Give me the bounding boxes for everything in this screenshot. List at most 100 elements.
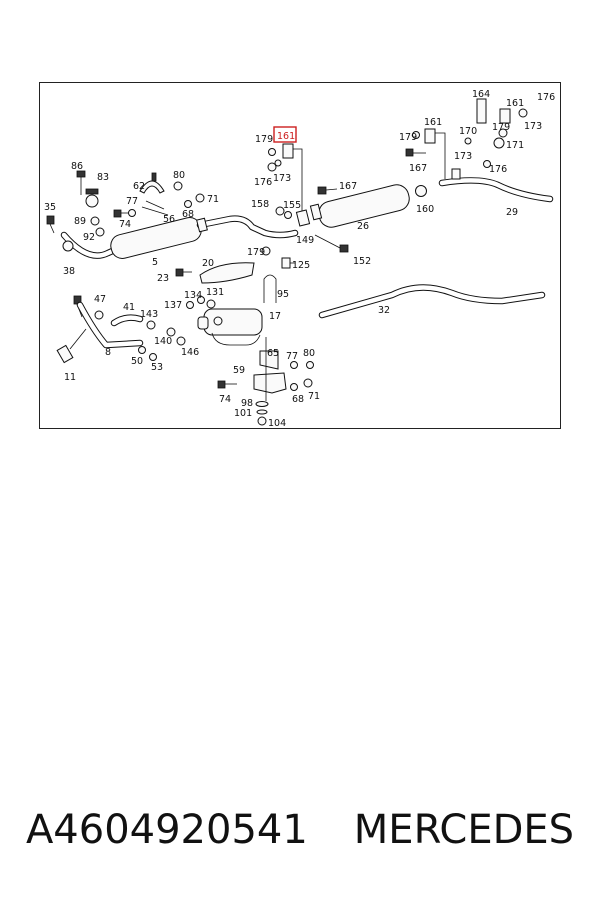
callout-171: 171 (506, 140, 524, 151)
callout-179-far-right: 179 (492, 122, 510, 133)
callout-137: 137 (164, 300, 182, 311)
callout-140: 140 (154, 336, 172, 347)
clamp-95 (263, 274, 277, 303)
callout-149: 149 (296, 235, 314, 246)
nut-35 (46, 215, 55, 234)
callout-29: 29 (506, 207, 518, 218)
callout-179-center: 179 (247, 247, 265, 258)
clip-125 (281, 257, 291, 269)
callout-80-lower: 80 (303, 348, 315, 359)
callout-125: 125 (292, 260, 310, 271)
bolt-74b (217, 380, 237, 389)
callout-38: 38 (63, 266, 75, 277)
washer-155 (284, 211, 292, 219)
callout-179-right: 179 (399, 132, 417, 143)
part-number: A4604920541 (25, 807, 308, 853)
callout-104: 104 (268, 418, 286, 429)
callout-53: 53 (151, 362, 163, 373)
callout-23: 23 (157, 273, 169, 284)
part-caption: A4604920541 MERCEDES (0, 800, 600, 860)
callout-68-lower: 68 (292, 394, 304, 405)
hanger-bracket-161c (499, 108, 511, 124)
exhaust-parts-diagram: 86 83 62 80 35 77 71 68 56 89 74 92 38 5… (39, 82, 561, 429)
callout-161-right: 161 (424, 117, 442, 128)
callout-17: 17 (269, 311, 281, 322)
callout-11: 11 (64, 372, 76, 383)
clamp-160 (415, 185, 427, 197)
clamp-171 (493, 137, 505, 149)
callout-35: 35 (44, 202, 56, 213)
nut-134 (197, 296, 205, 304)
callout-47: 47 (94, 294, 106, 305)
callout-173-far-right: 173 (524, 121, 542, 132)
nut-50 (138, 346, 146, 354)
callout-176-lower-right: 176 (489, 164, 507, 175)
callout-20: 20 (202, 258, 214, 269)
washer-53 (149, 353, 157, 361)
callout-173-right: 173 (454, 151, 472, 162)
callout-86: 86 (71, 161, 83, 172)
callout-161-far-right: 161 (506, 98, 524, 109)
washer-101 (256, 409, 268, 415)
nut-80a (173, 181, 183, 191)
callout-8: 8 (105, 347, 111, 358)
washer-98 (255, 401, 269, 407)
bracket-56 (141, 200, 169, 216)
callout-164: 164 (472, 89, 490, 100)
callout-71-lower: 71 (308, 391, 320, 402)
callout-71: 71 (207, 194, 219, 205)
callout-77: 77 (126, 196, 138, 207)
callout-89: 89 (74, 216, 86, 227)
hanger-bracket-161a (282, 143, 294, 159)
heat-shield-20 (199, 262, 255, 284)
callout-173: 173 (273, 173, 291, 184)
nut-137 (186, 301, 194, 309)
callout-146: 146 (181, 347, 199, 358)
callout-95: 95 (277, 289, 289, 300)
bolt-167b (405, 148, 426, 157)
exhaust-diagram-drawing: 86 83 62 80 35 77 71 68 56 89 74 92 38 5… (44, 89, 555, 429)
clip-173b (451, 168, 461, 180)
sensor-11 (56, 344, 74, 364)
callout-170: 170 (459, 126, 477, 137)
bracket-149 (295, 209, 311, 227)
callout-179: 179 (255, 134, 273, 145)
bracket-65 (259, 350, 279, 370)
callout-131: 131 (206, 287, 224, 298)
highlighted-part-box (273, 126, 297, 143)
nut-71b (303, 378, 313, 388)
washer-131 (206, 299, 216, 309)
callout-74: 74 (119, 219, 131, 230)
callout-56: 56 (163, 214, 175, 225)
callout-176-far-right: 176 (537, 92, 555, 103)
clamp-62 (139, 180, 165, 194)
nut-80b (306, 361, 314, 369)
washer-68a (184, 200, 192, 208)
callout-59: 59 (233, 365, 245, 376)
bolt-167a (317, 186, 338, 195)
nut-89 (90, 216, 100, 226)
callout-5: 5 (152, 257, 158, 268)
callout-158: 158 (251, 199, 269, 210)
callout-41: 41 (123, 302, 135, 313)
washer-68b (290, 383, 298, 391)
hanger-164 (476, 98, 487, 124)
callout-160: 160 (416, 204, 434, 215)
nut-143 (146, 320, 156, 330)
callout-50: 50 (131, 356, 143, 367)
bolt-152 (314, 234, 349, 253)
nut-179d (261, 246, 271, 256)
callout-161-highlighted: 161 (277, 131, 295, 142)
callout-65: 65 (267, 348, 279, 359)
callout-143: 143 (140, 309, 158, 320)
callout-62: 62 (133, 181, 145, 192)
callout-80: 80 (173, 170, 185, 181)
hanger-bracket-161b (424, 128, 436, 144)
nut-104 (257, 416, 267, 426)
nut-74a (128, 209, 136, 217)
nut-146 (176, 336, 186, 346)
clamp-83 (85, 188, 99, 208)
callout-134: 134 (184, 290, 202, 301)
callout-101: 101 (234, 408, 252, 419)
nut-77b (290, 361, 298, 369)
